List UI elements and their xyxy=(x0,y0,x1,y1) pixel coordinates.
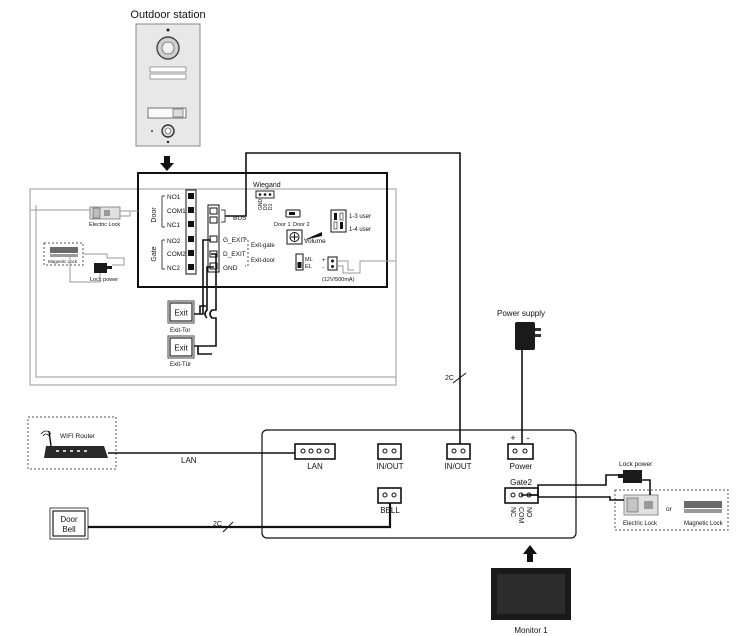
electric-lock-left-label: Electric Lock xyxy=(89,222,120,228)
magnetic-lock-right-label: Magnetic Lock xyxy=(684,521,724,527)
inout-port-2-label: IN/OUT xyxy=(444,462,471,471)
exit-gate-label: Exit-gate xyxy=(251,243,275,249)
exit-button-door-caption: Exit-Tür xyxy=(170,362,191,368)
lock-power-left-label: Lock power xyxy=(90,277,118,283)
arrow-up-icon xyxy=(523,545,537,562)
lock-power-connector xyxy=(327,256,338,271)
monitor-wiring-box xyxy=(261,429,577,539)
user-1-3-label: 1-3 user xyxy=(349,214,371,220)
power-adapter-icon xyxy=(515,322,541,350)
power-port-label: Power xyxy=(510,462,533,471)
wifi-router-label: WIFI Router xyxy=(60,433,96,440)
terminal-block-bus-exit xyxy=(207,204,220,273)
wifi-router-icon xyxy=(40,430,108,458)
lock-power-right-label: Lock power xyxy=(619,461,653,468)
ml-label: ML xyxy=(305,257,313,263)
terminal-nc2: NC2 xyxy=(167,265,180,272)
power-rating-label: (12V/500mA) xyxy=(322,277,355,283)
exit-button-door xyxy=(167,335,195,359)
exit-button-gate-caption: Exit-Tor xyxy=(170,328,190,334)
electric-lock-left xyxy=(89,206,121,220)
gate2-pin-no: NO xyxy=(525,507,532,518)
svg-text:+: + xyxy=(322,258,326,264)
magnetic-lock-left-label: Magnetic Lock xyxy=(48,259,78,264)
user-1-4-label: 1-4 user xyxy=(349,227,371,233)
power-plus-sign: + xyxy=(510,433,515,443)
monitor-device xyxy=(491,568,571,620)
power-supply-label: Power supply xyxy=(497,309,545,318)
lan-port xyxy=(294,443,336,460)
lock-power-adapter-right xyxy=(618,470,642,483)
terminal-com1: COM1 xyxy=(167,208,186,215)
terminal-nc1: NC1 xyxy=(167,222,180,229)
exit-button-gate-label: Exit xyxy=(174,309,188,318)
volume-knob-icon xyxy=(286,229,303,245)
terminal-bus: BUS xyxy=(233,215,247,222)
terminal-no1: NO1 xyxy=(167,194,181,201)
lan-port-label: LAN xyxy=(307,462,323,471)
inout-port-2 xyxy=(446,443,471,460)
power-port xyxy=(507,443,534,460)
gate2-pin-nc: NC xyxy=(509,507,516,517)
door-group-label: Door xyxy=(151,207,158,223)
inout-port-1-label: IN/OUT xyxy=(376,462,403,471)
terminal-com2: COM2 xyxy=(167,251,186,258)
wiegand-pin-d0: D0 xyxy=(263,203,269,210)
gate-group-label: Gate xyxy=(151,246,158,261)
gate2-port-label: Gate2 xyxy=(510,478,532,487)
control-board xyxy=(137,172,388,288)
svg-text:-: - xyxy=(322,265,324,271)
terminal-gnd: GND xyxy=(223,265,238,272)
volume-label: Volume xyxy=(304,238,326,245)
exit-button-door-label: Exit xyxy=(174,344,188,353)
outdoor-station-title: Outdoor station xyxy=(130,9,205,21)
exit-button-gate xyxy=(167,300,195,324)
door-bell-button xyxy=(49,507,89,540)
bell-port xyxy=(377,487,402,504)
door-bell-label-line2: Bell xyxy=(62,525,76,534)
electric-lock-right-label: Electric Lock xyxy=(623,521,658,527)
el-label: EL xyxy=(305,264,312,270)
wiegand-pin-d1: D1 xyxy=(268,203,274,210)
lock-power-adapter-left xyxy=(94,263,112,273)
wiegand-label: Wiegand xyxy=(253,182,281,189)
right-locks-frame xyxy=(614,489,729,531)
terminal-g-exit: G_EXIT xyxy=(223,237,246,244)
monitor-name: Monitor 1 xyxy=(514,626,548,635)
inout-port-1 xyxy=(377,443,402,460)
card-reader xyxy=(147,107,187,119)
outdoor-station-panel xyxy=(135,23,201,147)
gate2-pin-com: COM xyxy=(517,507,524,524)
magnetic-lock-left xyxy=(50,247,78,257)
bus-wire-2c-label: 2C xyxy=(445,375,454,382)
terminal-no2: NO2 xyxy=(167,238,181,245)
door1-label: Door 1 xyxy=(274,222,291,228)
power-minus-sign: - xyxy=(527,433,530,443)
wiegand-connector xyxy=(255,190,275,199)
door-bell-label-line1: Door xyxy=(60,515,78,524)
wifi-router-frame xyxy=(27,416,117,470)
wiegand-pin-gnd: GND xyxy=(258,199,264,211)
terminal-d-exit: D_EXIT xyxy=(223,251,246,258)
ml-el-switch xyxy=(295,253,304,271)
door2-label: Door 2 xyxy=(293,222,310,228)
electric-lock-right xyxy=(623,494,659,516)
arrow-down-icon xyxy=(160,156,174,171)
terminal-block-relays xyxy=(185,189,197,275)
or-label: or xyxy=(666,506,673,513)
bell-wire-2c-label: 2C xyxy=(213,521,222,528)
user-dip-switch xyxy=(330,209,347,233)
exit-door-label: Exit-door xyxy=(251,258,275,264)
lan-wire-label: LAN xyxy=(181,456,197,465)
magnetic-lock-right xyxy=(684,501,722,513)
